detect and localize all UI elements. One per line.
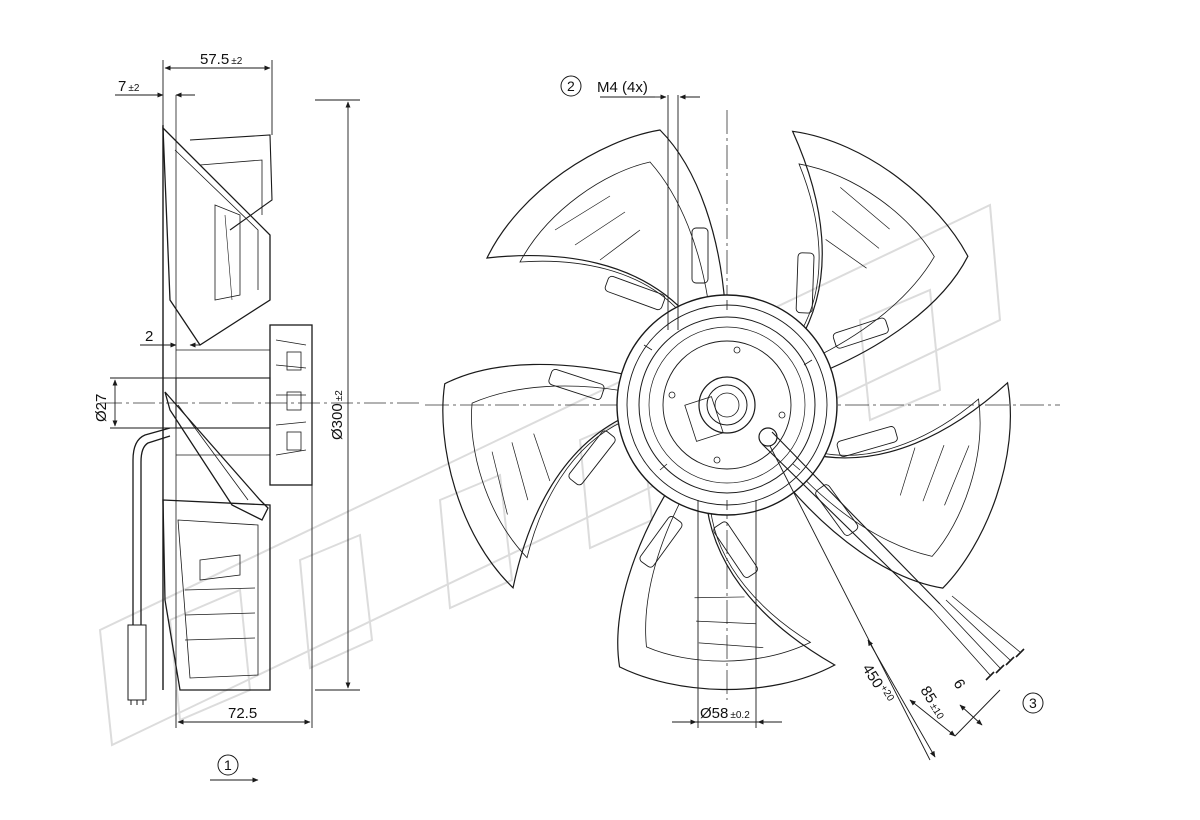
callout-holes: 2 xyxy=(567,78,575,94)
motor-hub xyxy=(616,294,838,516)
callout-cable: 3 xyxy=(1029,695,1037,711)
fan-blade-icon xyxy=(442,363,634,590)
front-dimensions xyxy=(600,94,1001,761)
side-dimension-labels: 57.5±2 7±2 2 Ø27 Ø300±2 72.5 1 xyxy=(93,51,346,776)
side-view xyxy=(100,95,420,705)
cable-icon xyxy=(758,427,1025,681)
callout-cable-circle xyxy=(1022,692,1044,714)
hole-label: M4 (4x) xyxy=(597,79,648,96)
dim-hub: Ø58±0.2 xyxy=(700,705,750,722)
dim-flange: 7±2 xyxy=(118,78,140,95)
side-dimensions xyxy=(110,60,360,783)
dim-strip: 85±10 xyxy=(917,683,950,722)
front-dimension-labels: 2 M4 (4x) Ø58±0.2 450+20 85±10 6 3 xyxy=(560,75,1044,722)
dim-length: 72.5 xyxy=(228,705,257,722)
dim-overall-dia: Ø300±2 xyxy=(329,390,346,440)
front-view xyxy=(425,110,1060,700)
dim-end: 6 xyxy=(950,676,969,692)
fan-blade-icon xyxy=(791,130,969,373)
dim-depth: 57.5±2 xyxy=(200,51,243,68)
fan-blades xyxy=(442,129,1011,691)
callout-airflow-circle xyxy=(217,754,239,776)
dim-gap: 2 xyxy=(145,328,153,345)
cable-icon xyxy=(127,427,171,705)
dim-hub-dia: Ø27 xyxy=(93,394,110,422)
callout-airflow: 1 xyxy=(224,757,232,773)
callout-holes-circle xyxy=(560,75,582,97)
fan-blade-icon xyxy=(162,499,271,691)
fan-blade-icon xyxy=(485,129,726,319)
fan-blade-icon xyxy=(617,486,837,691)
watermark-logo xyxy=(98,203,1002,747)
dim-cable: 450+20 xyxy=(859,661,896,707)
fan-blade-icon xyxy=(162,126,273,346)
